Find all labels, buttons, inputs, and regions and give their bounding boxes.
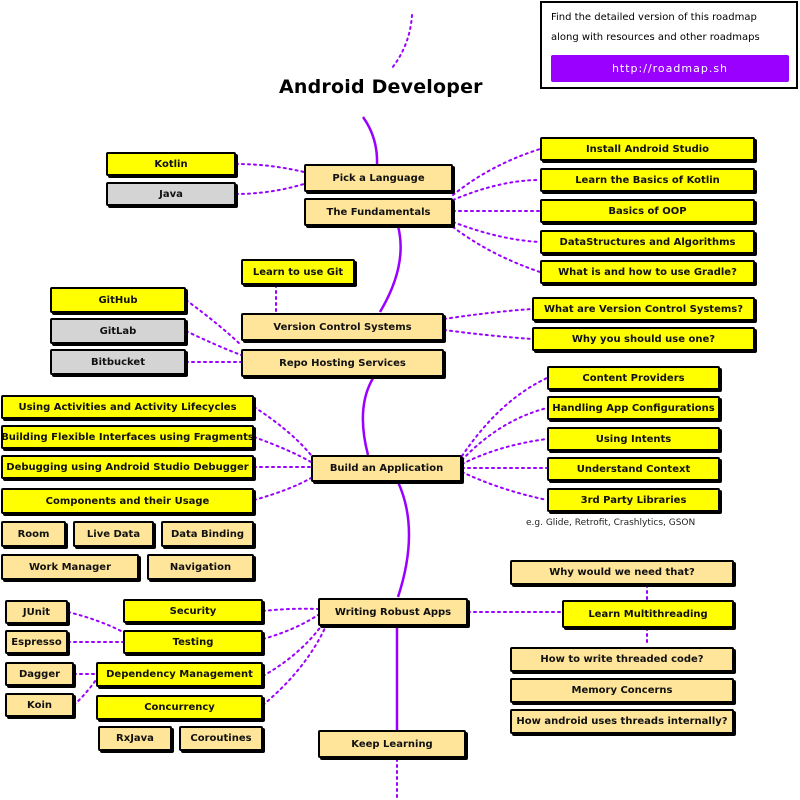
node-fundamentals[interactable]: The Fundamentals — [304, 198, 453, 226]
third-party-note: e.g. Glide, Retrofit, Crashlytics, GSON — [526, 518, 696, 528]
node-vcs[interactable]: Version Control Systems — [241, 313, 444, 341]
node-koin[interactable]: Koin — [5, 693, 74, 717]
node-data-structures[interactable]: DataStructures and Algorithms — [540, 230, 755, 254]
node-why-vcs[interactable]: Why you should use one? — [532, 327, 755, 351]
node-keep-learning[interactable]: Keep Learning — [318, 730, 466, 758]
node-build-app[interactable]: Build an Application — [311, 455, 462, 482]
node-install-studio[interactable]: Install Android Studio — [540, 137, 755, 161]
node-live-data[interactable]: Live Data — [73, 521, 154, 547]
node-kotlin[interactable]: Kotlin — [106, 152, 236, 176]
node-learn-git[interactable]: Learn to use Git — [241, 259, 355, 285]
node-data-binding[interactable]: Data Binding — [161, 521, 254, 547]
node-threads-internal[interactable]: How android uses threads internally? — [510, 709, 734, 734]
node-multithreading[interactable]: Learn Multithreading — [562, 600, 734, 628]
node-basics-kotlin[interactable]: Learn the Basics of Kotlin — [540, 168, 755, 192]
node-components[interactable]: Components and their Usage — [1, 488, 254, 514]
page-title: Android Developer — [279, 76, 483, 98]
node-gradle[interactable]: What is and how to use Gradle? — [540, 260, 755, 284]
main-path-line — [361, 116, 411, 730]
node-security[interactable]: Security — [123, 599, 263, 623]
node-activities[interactable]: Using Activities and Activity Lifecycles — [1, 395, 254, 419]
info-line-2: along with resources and other roadmaps — [551, 32, 760, 43]
node-robust-apps[interactable]: Writing Robust Apps — [318, 598, 468, 626]
node-basics-oop[interactable]: Basics of OOP — [540, 199, 755, 223]
node-third-party[interactable]: 3rd Party Libraries — [547, 488, 720, 512]
node-intents[interactable]: Using Intents — [547, 427, 720, 451]
node-junit[interactable]: JUnit — [5, 600, 68, 624]
info-box: Find the detailed version of this roadma… — [540, 1, 798, 89]
node-dependency-management[interactable]: Dependency Management — [96, 662, 263, 687]
node-work-manager[interactable]: Work Manager — [1, 554, 139, 580]
node-github[interactable]: GitHub — [50, 287, 186, 313]
node-room[interactable]: Room — [1, 521, 66, 547]
node-threaded-code[interactable]: How to write threaded code? — [510, 647, 734, 672]
node-dagger[interactable]: Dagger — [5, 662, 74, 686]
node-debugging[interactable]: Debugging using Android Studio Debugger — [1, 455, 254, 479]
node-context[interactable]: Understand Context — [547, 457, 720, 481]
node-gitlab[interactable]: GitLab — [50, 318, 186, 344]
node-why-need[interactable]: Why would we need that? — [510, 560, 734, 585]
node-navigation[interactable]: Navigation — [147, 554, 254, 580]
node-what-vcs[interactable]: What are Version Control Systems? — [532, 297, 755, 321]
node-coroutines[interactable]: Coroutines — [179, 726, 263, 751]
node-testing[interactable]: Testing — [123, 630, 263, 654]
info-line-1: Find the detailed version of this roadma… — [551, 12, 757, 23]
node-espresso[interactable]: Espresso — [5, 630, 68, 654]
node-memory[interactable]: Memory Concerns — [510, 678, 734, 703]
node-java[interactable]: Java — [106, 182, 236, 206]
node-bitbucket[interactable]: Bitbucket — [50, 349, 186, 375]
node-fragments[interactable]: Building Flexible Interfaces using Fragm… — [1, 425, 254, 449]
node-pick-language[interactable]: Pick a Language — [304, 164, 453, 192]
node-rxjava[interactable]: RxJava — [98, 726, 172, 751]
node-repo-hosting[interactable]: Repo Hosting Services — [241, 349, 444, 377]
roadmap-link[interactable]: http://roadmap.sh — [551, 55, 789, 82]
node-content-providers[interactable]: Content Providers — [547, 366, 720, 390]
dotted-connectors — [67, 14, 648, 799]
node-app-config[interactable]: Handling App Configurations — [547, 396, 720, 420]
node-concurrency[interactable]: Concurrency — [96, 695, 263, 720]
